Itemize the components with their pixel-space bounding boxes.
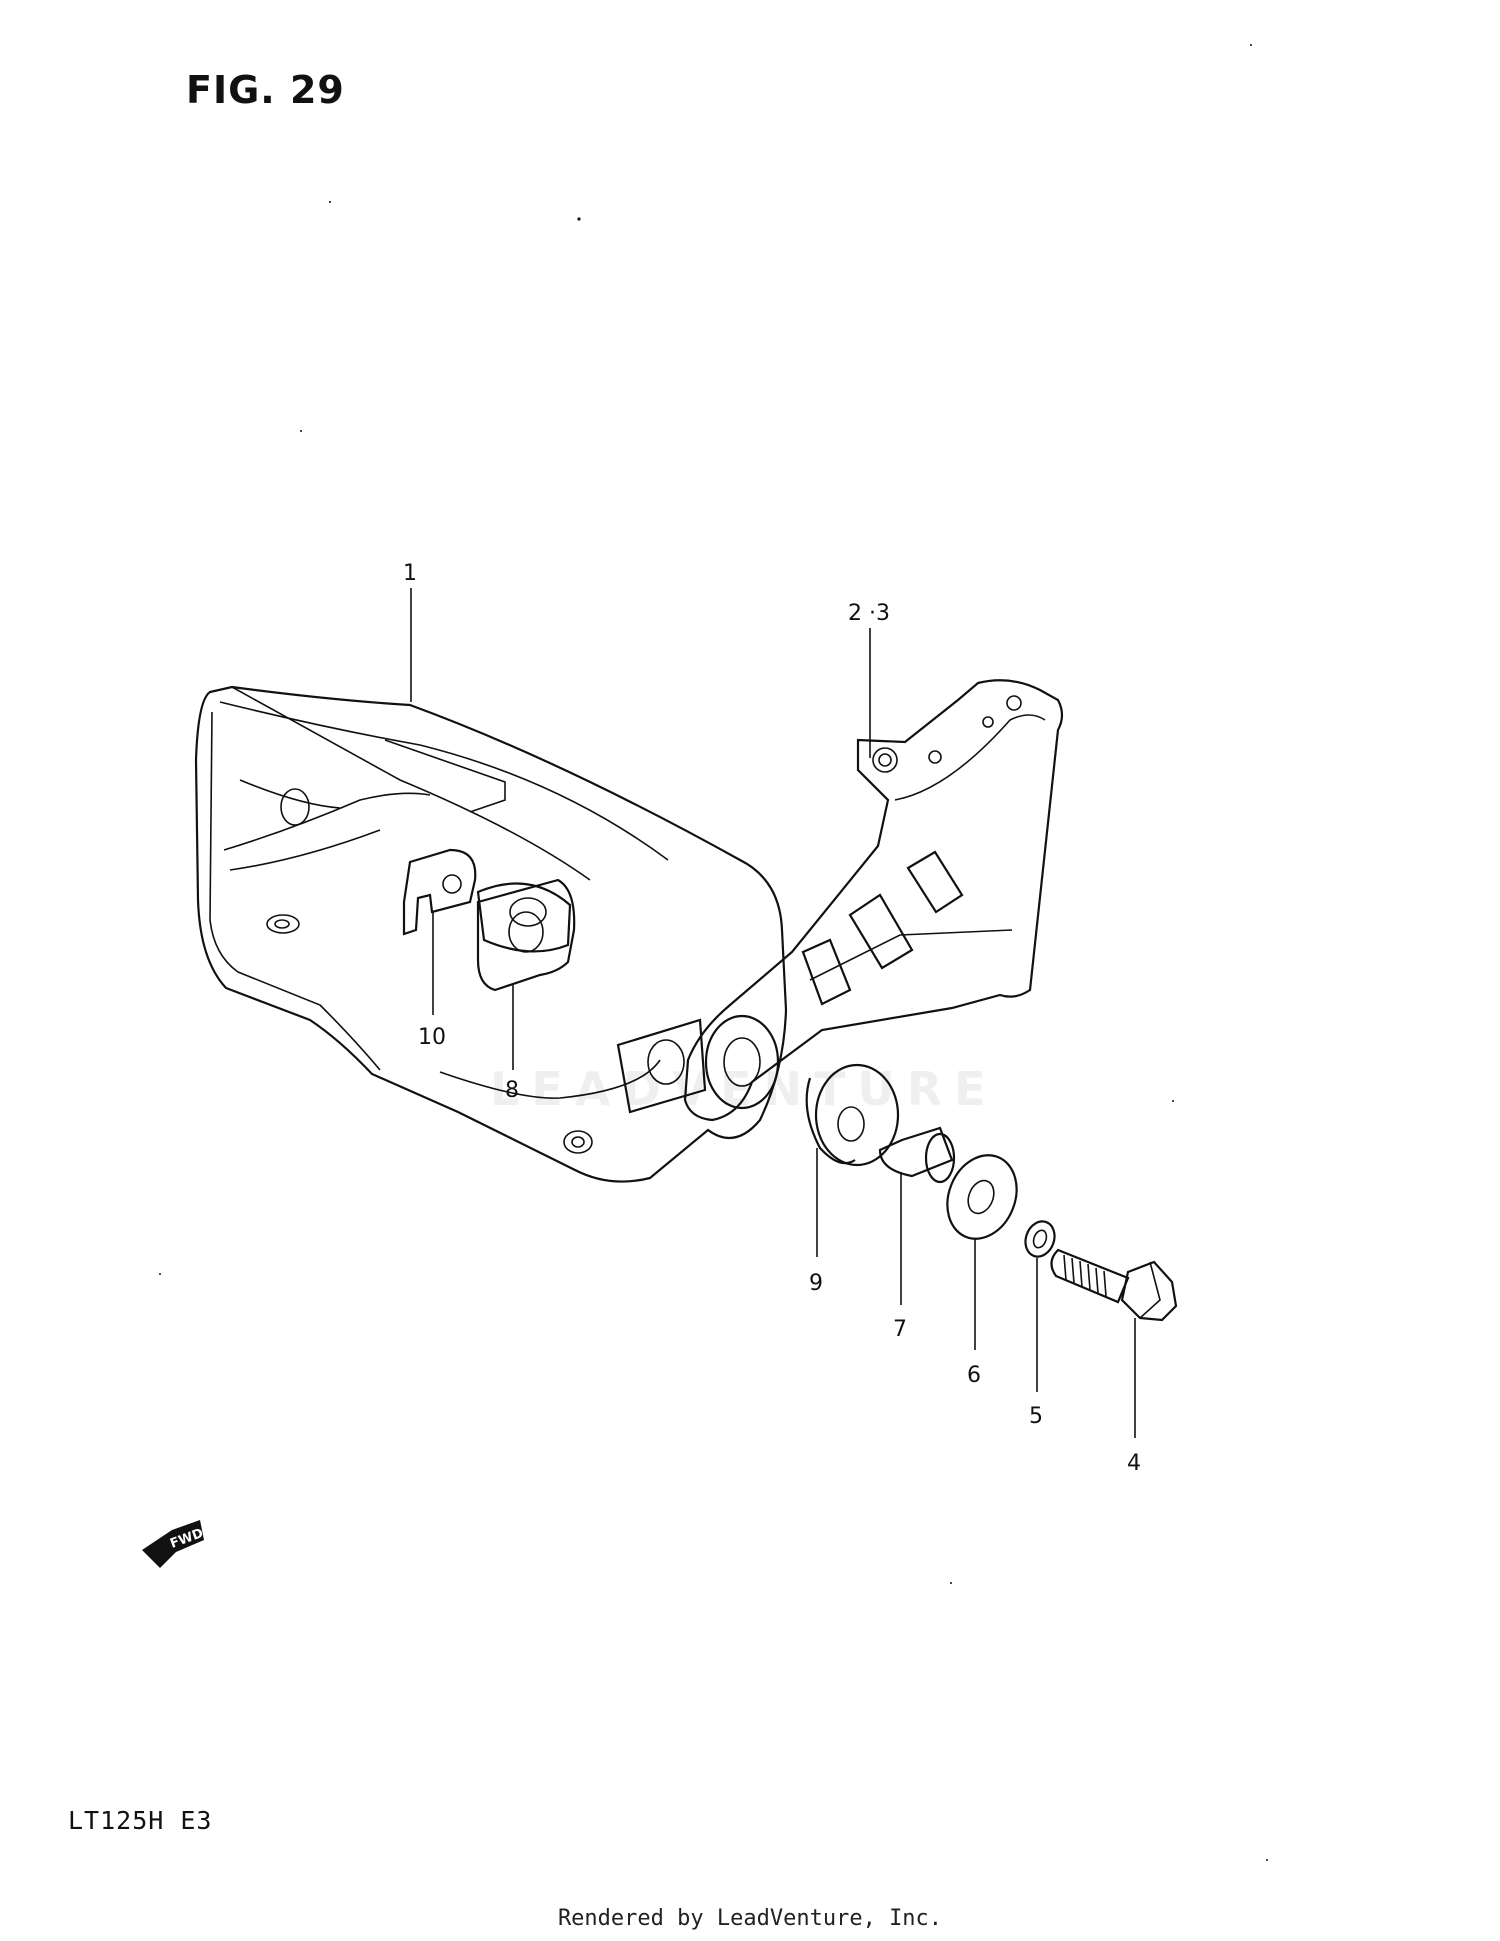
callout-7: 7	[893, 1317, 907, 1342]
part-5-lock-washer	[1024, 1220, 1056, 1258]
scan-specks	[159, 44, 1268, 1861]
footer-credit: Rendered by LeadVenture, Inc.	[557, 1906, 943, 1931]
callout-2-3: 2 ·3	[848, 601, 890, 626]
model-code: LT125H E3	[68, 1806, 213, 1835]
part-6-washer	[946, 1154, 1018, 1240]
fwd-arrow-icon: FWD	[142, 1520, 206, 1568]
callout-9: 9	[809, 1271, 823, 1296]
callout-5: 5	[1029, 1404, 1043, 1429]
part-8-grommet	[476, 878, 576, 992]
part-2-3-bracket	[683, 679, 1064, 1122]
part-10-clip	[402, 848, 477, 936]
figure-title: FIG. 29	[186, 68, 345, 112]
part-1-headlight-housing	[194, 685, 788, 1183]
callout-10: 10	[418, 1025, 446, 1050]
callout-8: 8	[505, 1078, 519, 1103]
part-4-bolt	[1050, 1248, 1178, 1322]
part-9-cushion	[805, 1063, 900, 1167]
part-7-collar	[878, 1126, 956, 1184]
callout-6: 6	[967, 1363, 981, 1388]
callout-1: 1	[403, 561, 417, 586]
callout-4: 4	[1127, 1451, 1141, 1476]
leader-lines	[410, 588, 1136, 1438]
